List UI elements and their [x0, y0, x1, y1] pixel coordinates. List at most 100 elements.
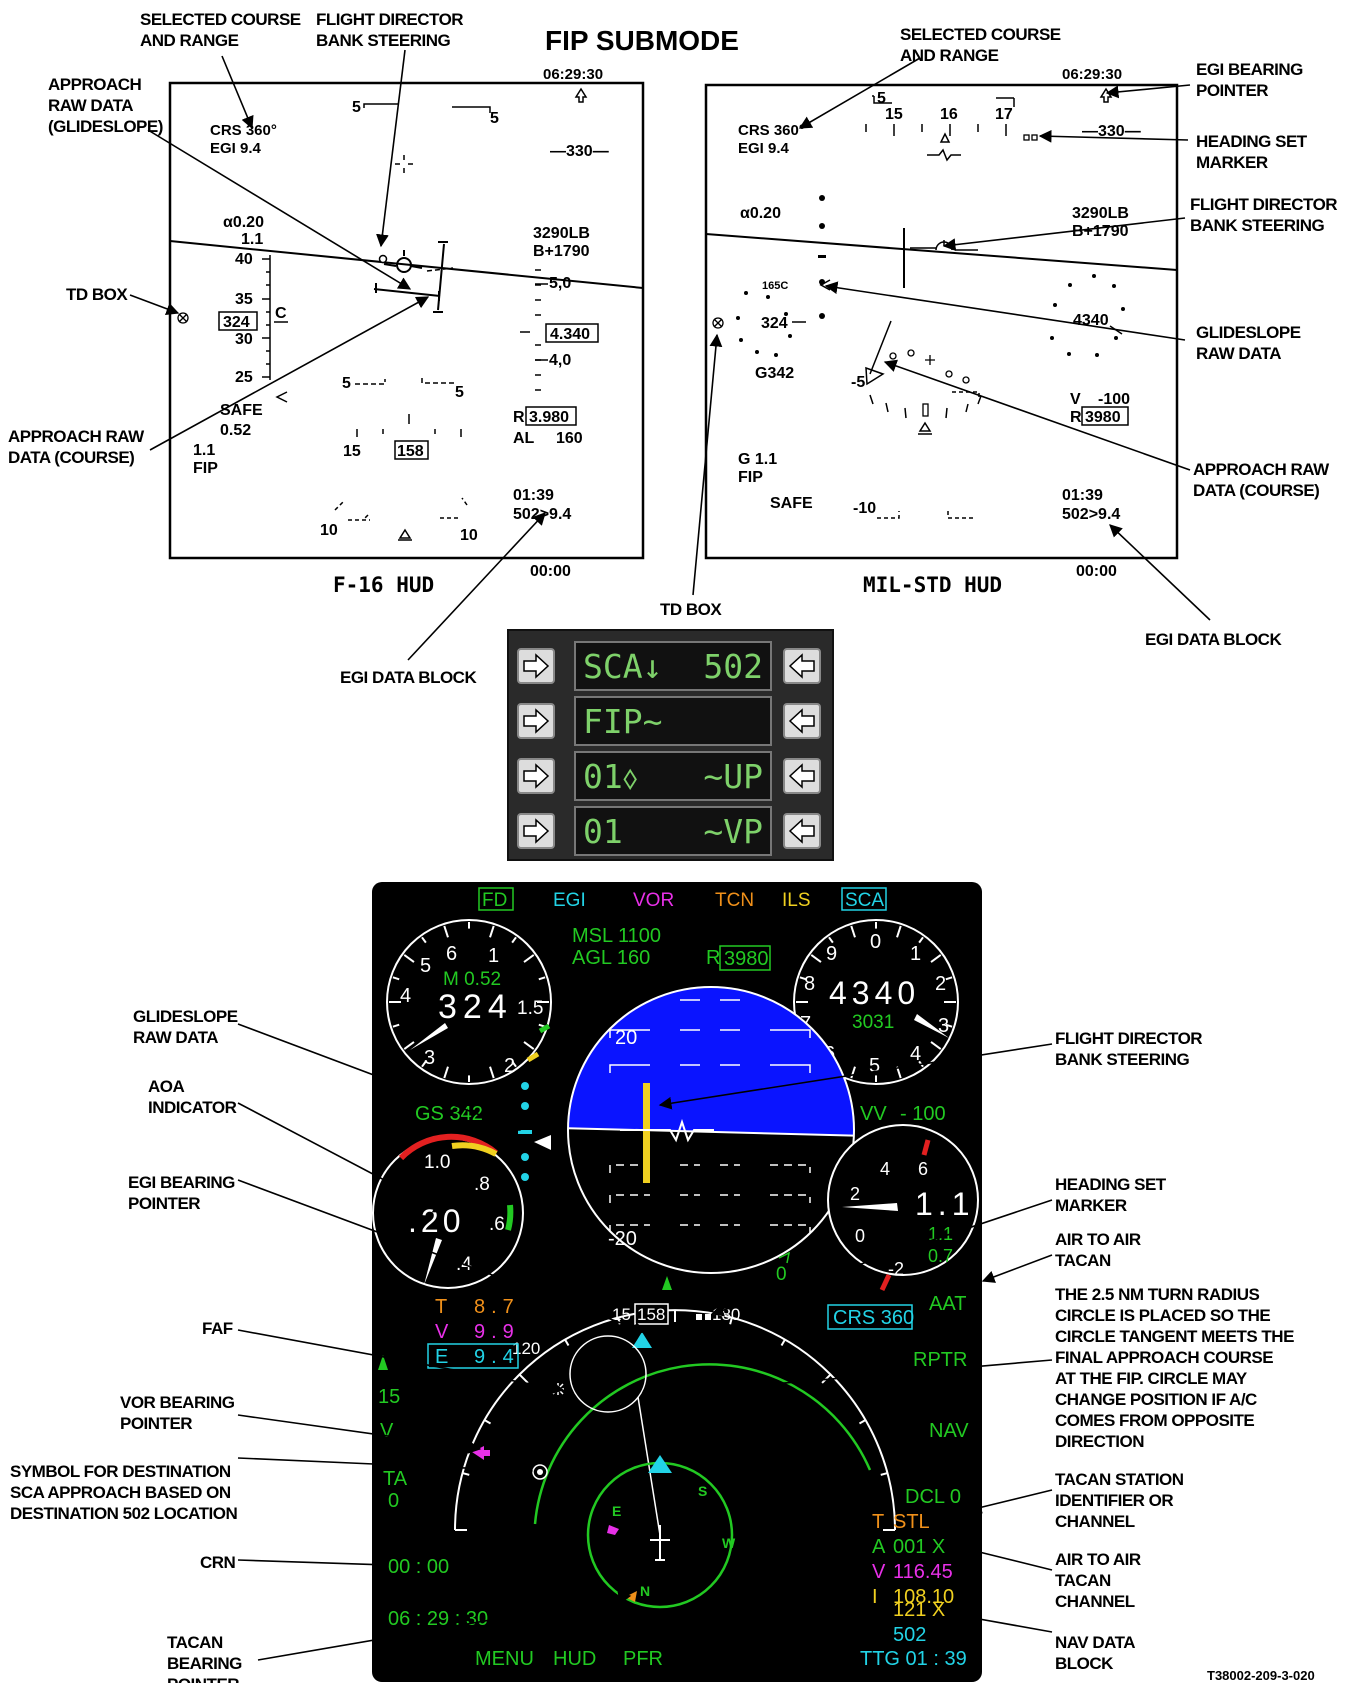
- milstd-vv: -100: [1098, 391, 1130, 408]
- pfd-agl: AGL 160: [572, 947, 650, 969]
- egi-bearing-icon: [1101, 89, 1111, 102]
- svg-text:2: 2: [850, 1184, 860, 1204]
- milstd-alt-dial: 4340: [1050, 274, 1125, 357]
- svg-text:M 0.52: M 0.52: [443, 969, 501, 990]
- svg-text:FD: FD: [482, 890, 507, 911]
- svg-text:8: 8: [804, 973, 815, 995]
- f16-crn: 00:00: [530, 563, 571, 580]
- f16-c: C: [275, 305, 287, 322]
- pfd-v-val: 9.9: [474, 1321, 520, 1343]
- pfd-clock: 06 : 29 : 30: [388, 1608, 488, 1630]
- pfd-crn: 00 : 00: [388, 1556, 449, 1578]
- pfd-nav-label: T: [872, 1511, 884, 1533]
- svg-text:40: 40: [235, 251, 253, 268]
- callout-pfd-vor-bearing: VOR BEARINGPOINTER: [120, 1393, 235, 1433]
- svg-text:4: 4: [880, 1159, 890, 1179]
- f16-heading: —330—: [550, 143, 609, 160]
- svg-text:5: 5: [342, 375, 351, 392]
- pfd-fifteen: 15: [378, 1386, 400, 1408]
- svg-text:35: 35: [235, 291, 253, 308]
- pfd-vv-val: - 100: [900, 1103, 946, 1125]
- milstd-mode: FIP: [738, 469, 763, 486]
- ufc-right-button[interactable]: [784, 649, 820, 683]
- figure-id: T38002-209-3-020: [1207, 1668, 1315, 1683]
- callout-pfd-faf: FAF: [202, 1319, 233, 1338]
- milstd-glideslope: [818, 195, 830, 319]
- pfd-r-box: 3980: [724, 948, 769, 970]
- pfd-aoa-dial: 1.0 .8 .6 .4 .20: [373, 1137, 523, 1288]
- milstd-caption: MIL-STD HUD: [863, 573, 1002, 597]
- svg-text:EGI: EGI: [553, 890, 586, 911]
- svg-text:10: 10: [320, 522, 338, 539]
- ufc-left-button[interactable]: [518, 759, 554, 793]
- pfd-mode-sca[interactable]: SCA: [842, 888, 886, 911]
- milstd-hud: 06:29:30 CRS 360° EGI 9.4 5 15 16 17 —33…: [706, 66, 1177, 597]
- svg-text:25: 25: [235, 369, 253, 386]
- ufc-row-right: 502: [703, 647, 763, 686]
- ufc-right-button[interactable]: [784, 814, 820, 848]
- egi-bearing-icon: [576, 89, 586, 102]
- pfd-mode-vor[interactable]: VOR: [633, 890, 674, 911]
- f16-alpha: α0.20: [223, 214, 264, 231]
- f16-speed-box: 324: [223, 314, 250, 331]
- callout-approach-raw-glideslope: APPROACHRAW DATA(GLIDESLOPE): [48, 75, 163, 136]
- ufc-right-button[interactable]: [784, 759, 820, 793]
- pfd-v-label: V: [435, 1321, 449, 1343]
- f16-crs: CRS 360°: [210, 122, 277, 139]
- pfd-mode-ils[interactable]: ILS: [782, 890, 811, 911]
- ufc-row-right: ~VP: [703, 812, 763, 851]
- pfd-pfr-button[interactable]: PFR: [623, 1648, 663, 1670]
- fd-bank-bar-icon: [643, 1083, 650, 1183]
- pfd-dest: 502: [893, 1624, 926, 1646]
- pfd-msl: MSL 1100: [572, 925, 661, 947]
- svg-text:1.0: 1.0: [424, 1152, 450, 1173]
- svg-text:20: 20: [615, 1027, 637, 1049]
- f16-td-box-icon: [178, 313, 188, 323]
- pfd-menu-button[interactable]: MENU: [475, 1648, 534, 1670]
- milstd-egi: EGI 9.4: [738, 140, 790, 157]
- svg-text:5: 5: [877, 90, 886, 107]
- ufc-left-button[interactable]: [518, 814, 554, 848]
- svg-text:10: 10: [460, 527, 478, 544]
- pfd-hud-button[interactable]: HUD: [553, 1648, 596, 1670]
- milstd-heading-tape: 5 15 16 17: [866, 90, 1037, 160]
- svg-text:-10: -10: [853, 500, 876, 517]
- callout-pfd-tacan-station: TACAN STATIONIDENTIFIER ORCHANNEL: [1055, 1470, 1184, 1531]
- ufc-right-button[interactable]: [784, 704, 820, 738]
- pfd-mode-egi[interactable]: EGI: [553, 890, 586, 911]
- f16-mach: 0.52: [220, 422, 251, 439]
- svg-text:15: 15: [885, 106, 903, 123]
- milstd-safe: SAFE: [770, 495, 813, 512]
- callout-pfd-crn: CRN: [200, 1553, 236, 1572]
- milstd-time: 06:29:30: [1062, 66, 1122, 83]
- f16-fuel: 3290LB: [533, 225, 590, 242]
- callout-glideslope-raw-right: GLIDESLOPERAW DATA: [1196, 323, 1301, 363]
- pfd-nav-value: 116.45: [893, 1561, 953, 1583]
- pfd-t-label: T: [435, 1296, 447, 1318]
- f16-egi: EGI 9.4: [210, 140, 262, 157]
- f16-pitch-top-l: 5: [352, 99, 361, 116]
- svg-text:5: 5: [420, 955, 431, 977]
- svg-text:ILS: ILS: [782, 890, 811, 911]
- svg-text:-5: -5: [851, 374, 865, 391]
- svg-text:SCA: SCA: [845, 890, 884, 911]
- ufc-left-button[interactable]: [518, 649, 554, 683]
- milstd-speed-dial: 165C 324 G342: [736, 280, 806, 382]
- milstd-alpha: α0.20: [740, 205, 781, 222]
- pfd-mode-tcn[interactable]: TCN: [715, 890, 754, 911]
- pfd-airspeed-dial: 5 6 1 4 1.5 3 2 M 0.52 324: [387, 920, 551, 1084]
- svg-text:2: 2: [935, 973, 946, 995]
- ufc-left-button[interactable]: [518, 704, 554, 738]
- pfd-nav: NAV: [929, 1420, 969, 1442]
- pfd-ta: TA: [383, 1468, 408, 1490]
- milstd-td-box-icon: [713, 318, 723, 328]
- callout-approach-raw-course-left: APPROACH RAWDATA (COURSE): [8, 427, 145, 467]
- pfd-nav-value: 001 X: [893, 1536, 945, 1558]
- svg-text:30: 30: [235, 331, 253, 348]
- svg-text:.6: .6: [489, 1214, 505, 1235]
